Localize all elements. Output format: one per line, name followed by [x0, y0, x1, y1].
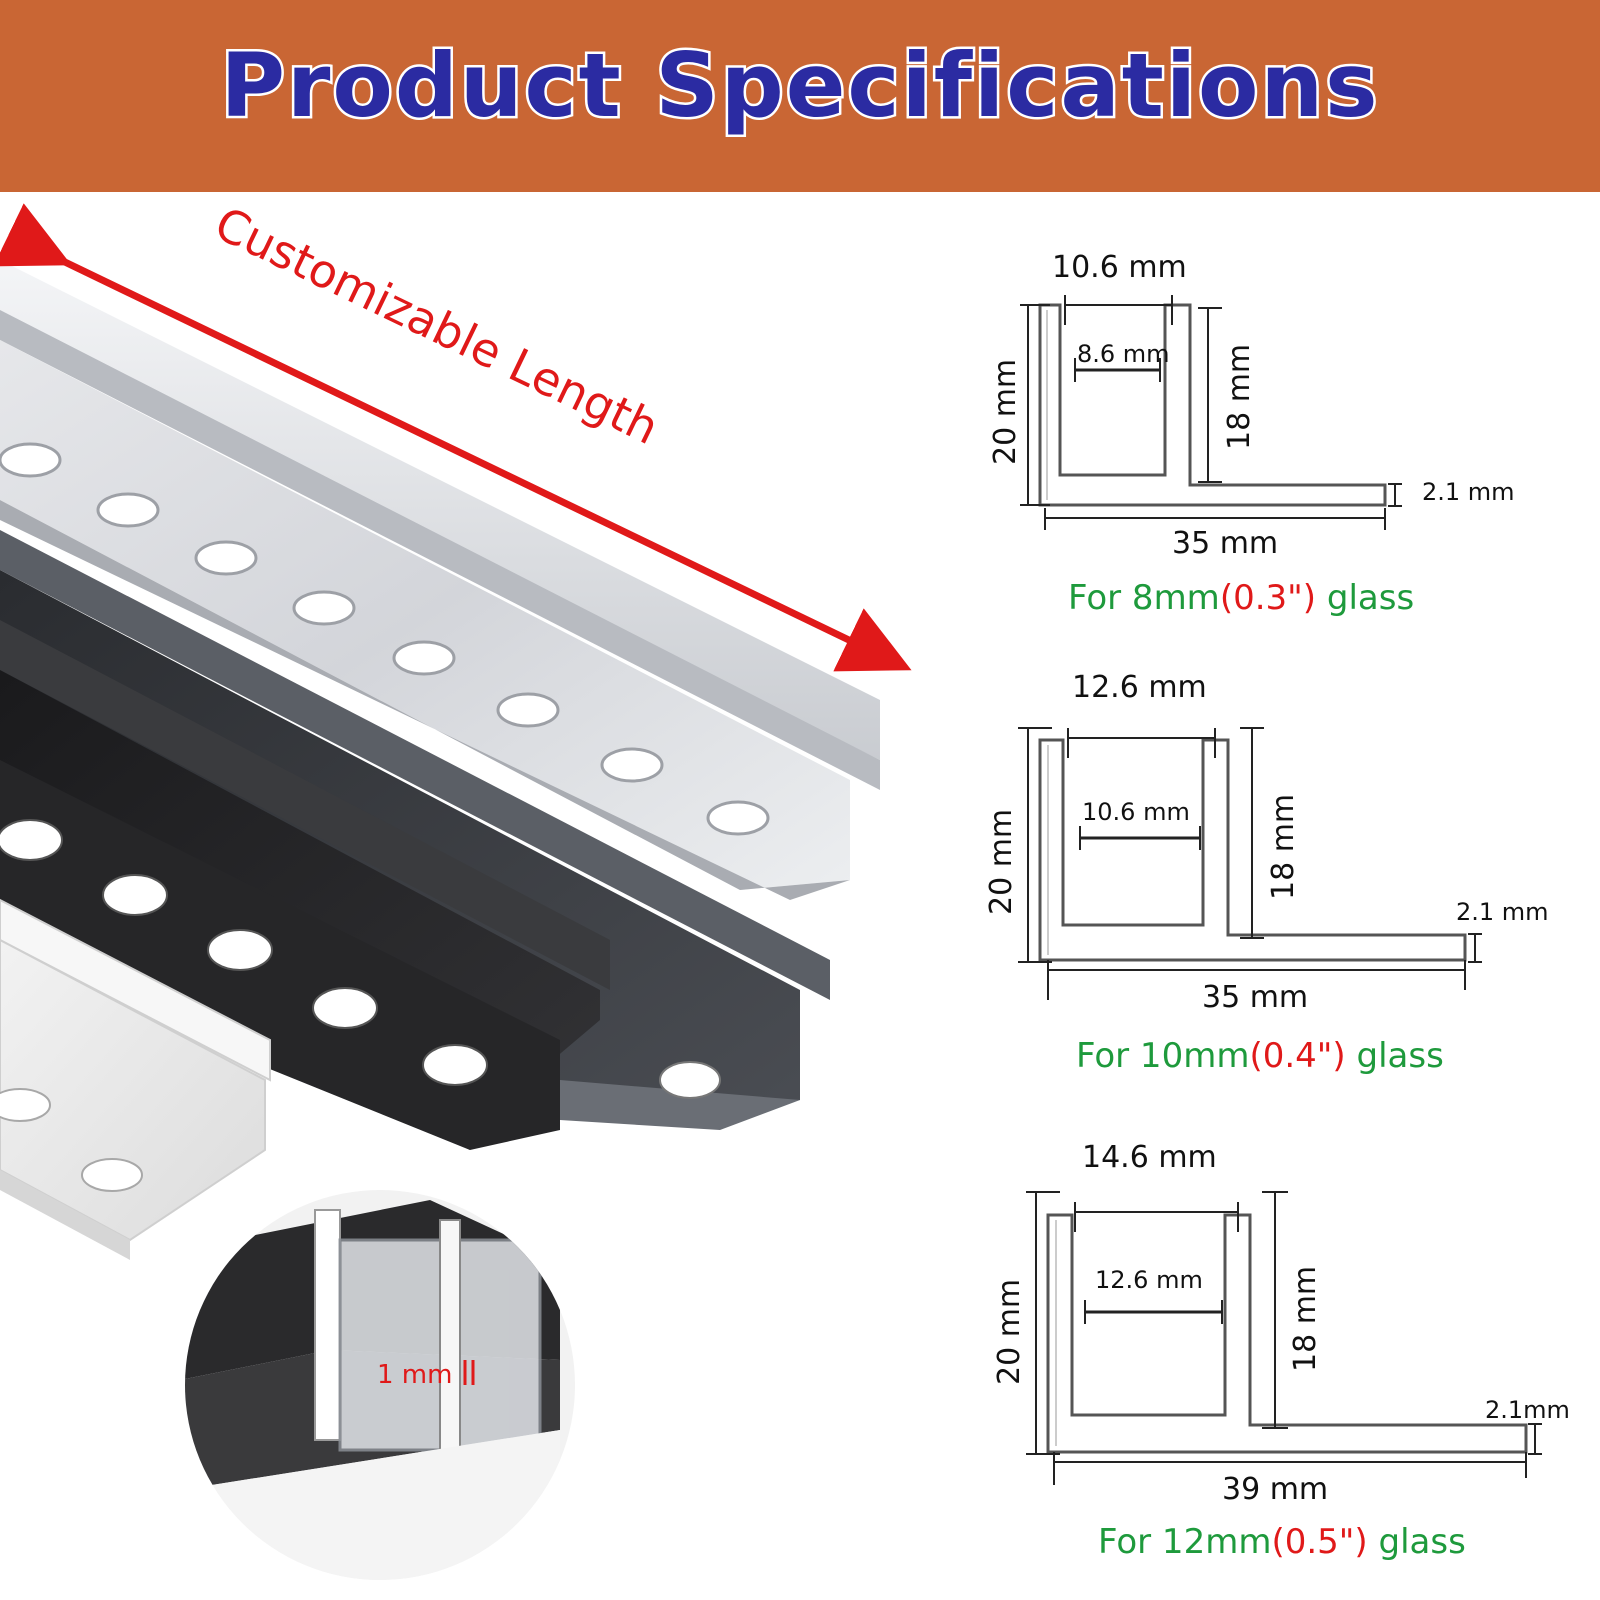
base-length-label: 35 mm	[1202, 980, 1309, 1015]
caption-suffix: glass	[1367, 1522, 1466, 1562]
zoom-detail-circle: 1 mm	[185, 1190, 575, 1580]
inner-width-label: 10.6 mm	[1082, 798, 1190, 826]
length-arrow	[0, 203, 912, 672]
spec-diagram-8mm: 10.6 mm 8.6 mm 20 mm 18 mm 2.1 mm 35 mm …	[960, 250, 1600, 630]
black-rail	[0, 620, 610, 1150]
glass-caption: For 12mm(0.5") glass	[1098, 1522, 1466, 1562]
outer-width-label: 10.6 mm	[1052, 250, 1187, 285]
caption-imperial: (0.5")	[1271, 1522, 1368, 1562]
header-banner: Product Specifications	[0, 0, 1600, 192]
caption-suffix: glass	[1316, 578, 1415, 618]
inner-height-label: 18 mm	[1222, 343, 1257, 450]
profile-drawing-8mm	[1020, 295, 1402, 530]
profile-drawing-12mm	[1026, 1191, 1542, 1485]
spec-diagram-12mm: 14.6 mm 12.6 mm 20 mm 18 mm 2.1mm 39 mm …	[960, 1140, 1600, 1590]
total-height-label: 20 mm	[984, 808, 1019, 915]
base-length-label: 35 mm	[1172, 526, 1279, 561]
glass-caption: For 10mm(0.4") glass	[1076, 1036, 1444, 1076]
inner-height-label: 18 mm	[1266, 793, 1301, 900]
outer-width-label: 12.6 mm	[1072, 670, 1207, 705]
caption-prefix: For 12mm	[1098, 1522, 1272, 1562]
total-height-label: 20 mm	[988, 358, 1023, 465]
profile-drawing-10mm	[1018, 727, 1482, 1000]
total-height-label: 20 mm	[992, 1278, 1027, 1385]
caption-imperial: (0.4")	[1249, 1036, 1346, 1076]
base-length-label: 39 mm	[1222, 1472, 1329, 1507]
caption-imperial: (0.3")	[1219, 578, 1317, 618]
inner-width-label: 12.6 mm	[1095, 1266, 1203, 1294]
thickness-label: 1 mm	[377, 1360, 452, 1390]
spec-diagram-10mm: 12.6 mm 10.6 mm 20 mm 18 mm 2.1 mm 35 mm…	[960, 670, 1600, 1110]
inner-width-label: 8.6 mm	[1077, 340, 1170, 368]
base-thickness-label: 2.1 mm	[1422, 478, 1515, 506]
caption-suffix: glass	[1345, 1036, 1444, 1076]
glass-caption: For 8mm(0.3") glass	[1068, 578, 1414, 618]
page-title: Product Specifications	[218, 32, 1380, 140]
white-rail	[0, 898, 271, 1260]
inner-height-label: 18 mm	[1288, 1265, 1323, 1372]
caption-prefix: For 8mm	[1068, 578, 1220, 618]
base-thickness-label: 2.1 mm	[1456, 898, 1549, 926]
caption-prefix: For 10mm	[1076, 1036, 1250, 1076]
product-illustration: Customizable Length 1 mm	[0, 200, 912, 1580]
outer-width-label: 14.6 mm	[1082, 1140, 1217, 1175]
base-thickness-label: 2.1mm	[1485, 1396, 1570, 1424]
